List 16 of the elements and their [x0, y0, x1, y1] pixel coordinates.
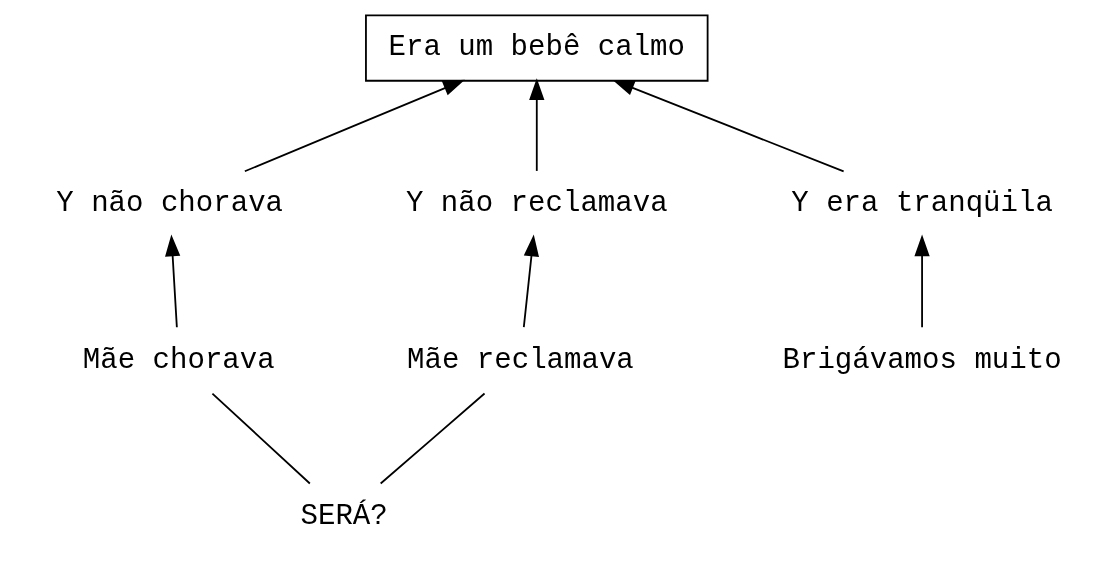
node-text: Mãe chorava: [82, 343, 275, 377]
arrow: [914, 234, 930, 329]
node-text: Y não chorava: [56, 187, 284, 221]
connector: [211, 392, 311, 485]
arrow: [612, 79, 845, 173]
node-text: SERÁ?: [300, 499, 388, 533]
node-text: Y não reclamava: [405, 187, 668, 221]
arrow: [522, 234, 539, 329]
node-text: Brigávamos muito: [782, 343, 1062, 377]
arrow: [243, 79, 465, 173]
arrow: [165, 234, 181, 329]
node-text: Mãe reclamava: [407, 343, 634, 377]
arrow: [529, 78, 545, 172]
connector: [379, 392, 486, 485]
node-text: Y era tranqüila: [791, 187, 1053, 221]
node-box: Era um bebê calmo: [365, 14, 709, 82]
